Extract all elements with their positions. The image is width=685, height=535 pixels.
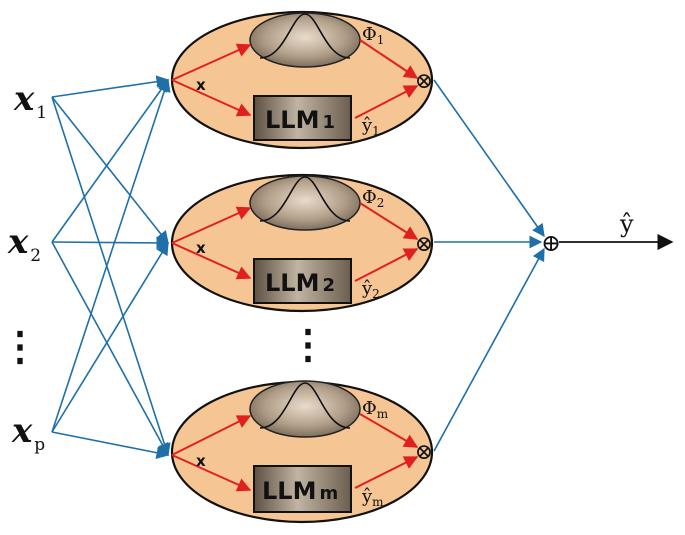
arrow-to-gauss <box>171 415 252 456</box>
edge-unitm-sum <box>433 247 545 452</box>
arrow-to-gauss <box>171 43 252 81</box>
edge-x1-unit2 <box>51 96 169 245</box>
phi-label: Φ2 <box>362 187 384 210</box>
bell-curve-icon <box>259 176 351 222</box>
bell-curve-icon <box>259 13 351 59</box>
yhat-label: ŷ2 <box>361 278 380 301</box>
arrow-yhat <box>354 456 419 489</box>
multiply-icon: ⊗ <box>415 232 433 257</box>
arrow-yhat <box>354 248 419 282</box>
gaussian-validity-function <box>249 380 361 438</box>
llm-box <box>253 95 352 141</box>
vertical-ellipsis-units: ⋮ <box>288 321 328 368</box>
x-label: x <box>196 452 206 470</box>
edge-xp-unit2 <box>51 241 169 433</box>
arrow-yhat <box>354 85 419 119</box>
bell-curve-icon <box>259 382 351 429</box>
output-connections <box>433 79 674 452</box>
multiply-icon: ⊗ <box>415 440 433 465</box>
multiply-icon: ⊗ <box>415 69 433 94</box>
vertical-ellipsis-inputs: ⋮ <box>0 323 40 370</box>
sum-icon: ⊕ <box>541 229 561 257</box>
arrow-phi <box>359 413 419 448</box>
llm-box <box>253 465 352 513</box>
yhat-label: ŷm <box>361 486 384 509</box>
arrow-to-llm <box>171 454 252 492</box>
gaussian-validity-function <box>249 12 361 68</box>
edge-x2-unit1 <box>51 78 169 243</box>
yhat-label: ŷ1 <box>361 115 380 138</box>
arrow-phi <box>359 202 419 240</box>
edge-unit1-sum <box>433 79 545 238</box>
arrow-to-gauss <box>171 206 252 244</box>
edge-x2-unit2 <box>51 236 170 250</box>
edge-x1-unitm <box>51 96 171 457</box>
phi-label: Φm <box>362 398 389 421</box>
input-connections <box>51 75 171 460</box>
arrow-phi <box>359 39 419 79</box>
gaussian-validity-function <box>249 175 361 231</box>
arrow-to-llm <box>171 242 252 280</box>
edge-xp-unitm <box>51 431 170 460</box>
edge-x2-unitm <box>51 241 169 457</box>
llm-box <box>253 258 352 304</box>
arrow-to-llm <box>171 79 252 117</box>
output-yhat: ŷ <box>619 210 634 238</box>
phi-label: Φ1 <box>362 24 384 47</box>
x-label: x <box>196 239 206 257</box>
edge-x1-unit1 <box>51 75 170 98</box>
x-label: x <box>196 76 206 94</box>
edge-xp-unit1 <box>51 78 171 433</box>
